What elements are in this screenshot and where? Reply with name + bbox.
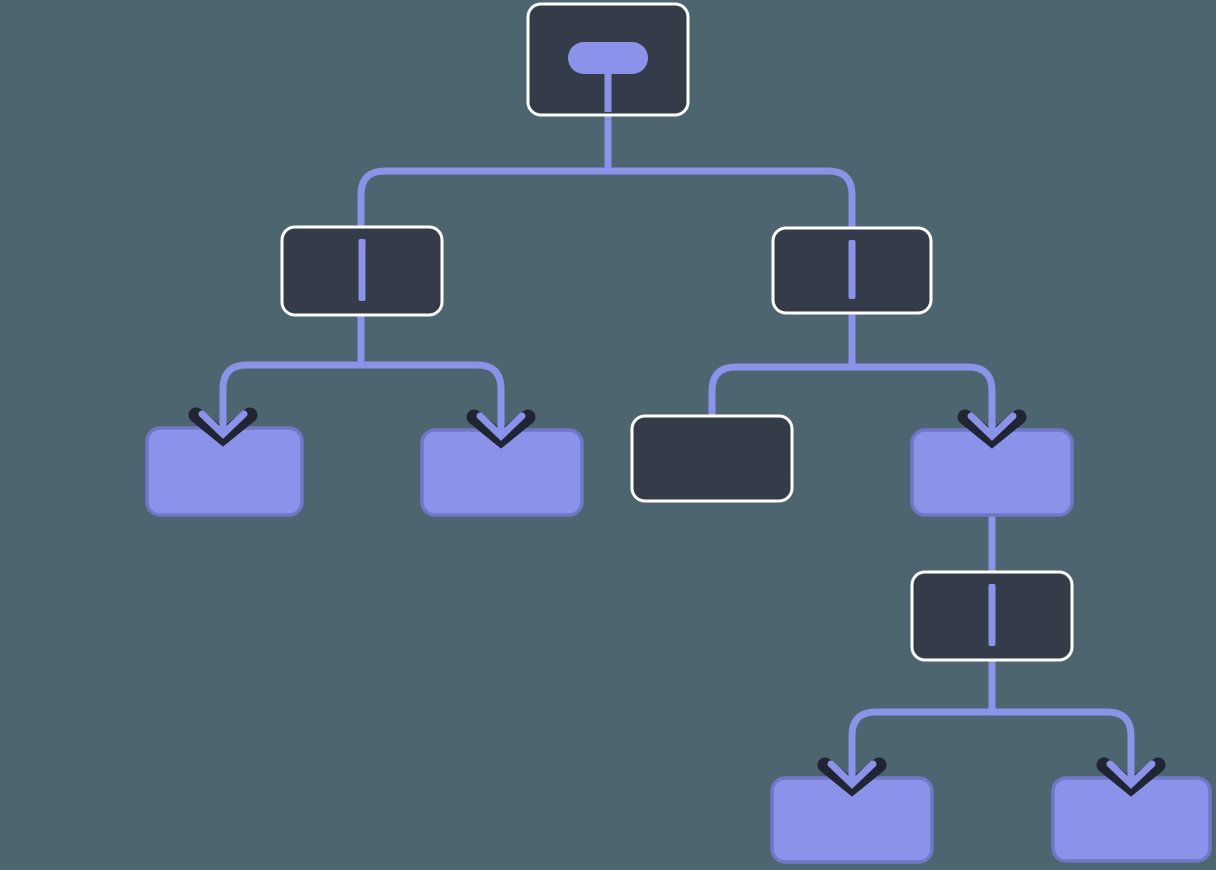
node-split-right[interactable] — [771, 226, 933, 315]
connector-edge-split-right-to-empty-node — [708, 310, 856, 421]
marker-layer — [188, 394, 1166, 797]
drop-arrow-marker-leaf-4 — [817, 744, 887, 797]
drop-arrow-marker-leaf-1 — [188, 394, 258, 447]
arrowhead-down-icon — [827, 760, 877, 789]
connector-edge-split-left-to-leaf-2 — [357, 312, 505, 433]
node-split-mid[interactable] — [910, 570, 1074, 662]
connector-edge-root-to-split-left — [357, 112, 612, 232]
node-root[interactable] — [526, 2, 690, 117]
arrowhead-down-icon — [967, 412, 1017, 441]
drop-arrow-marker-leaf-5 — [1096, 744, 1166, 797]
arrowhead-down-icon — [198, 410, 248, 439]
pass-through-line-icon — [848, 240, 856, 299]
node-empty-node[interactable] — [630, 414, 794, 503]
node-split-left[interactable] — [280, 225, 444, 317]
root-pill-icon — [568, 42, 648, 74]
empty-node-body — [630, 414, 794, 503]
connector-edge-split-right-to-leaf-3 — [848, 310, 996, 433]
drop-arrow-marker-leaf-2 — [466, 396, 536, 449]
arrowhead-down-icon — [476, 412, 526, 441]
node-layer — [145, 2, 1212, 864]
connector-layer — [219, 112, 1135, 781]
pass-through-line-icon — [988, 584, 996, 646]
connector-edge-split-mid-to-leaf-5 — [988, 657, 1135, 781]
connector-edge-split-left-to-leaf-1 — [219, 312, 365, 431]
drop-arrow-marker-leaf-3 — [957, 396, 1027, 449]
pass-through-line-icon — [358, 239, 366, 301]
connector-edge-split-mid-to-leaf-4 — [848, 657, 996, 781]
arrowhead-down-icon — [1106, 760, 1156, 789]
root-stem-icon — [604, 70, 612, 112]
connector-edge-root-to-split-right — [604, 112, 856, 233]
